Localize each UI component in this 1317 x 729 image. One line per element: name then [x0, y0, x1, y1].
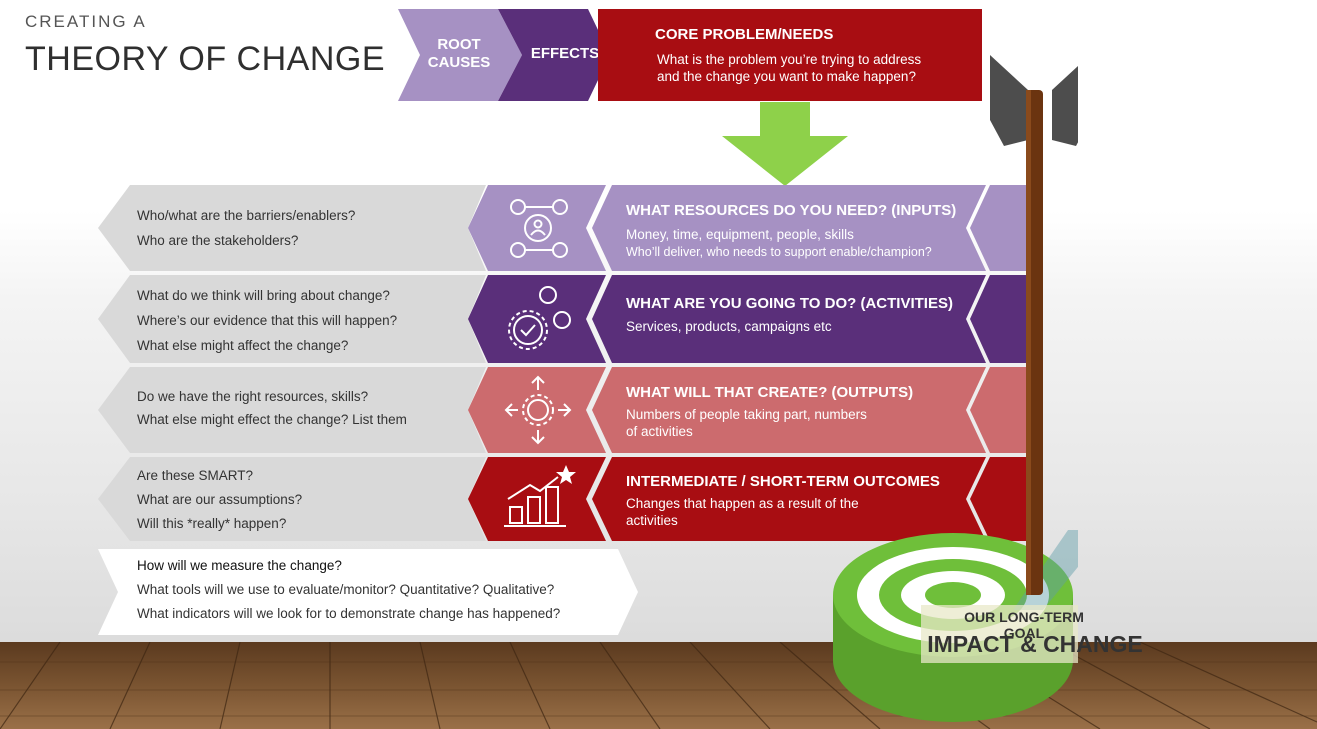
row1-heading: WHAT RESOURCES DO YOU NEED? (INPUTS) — [626, 202, 957, 219]
row2-question-1: What do we think will bring about change… — [137, 288, 390, 303]
goal-kicker: OUR LONG-TERM GOAL — [964, 609, 1084, 641]
edge-chevron-1 — [970, 185, 1026, 271]
question-chevron-2 — [98, 275, 486, 363]
growth-chart-star-icon — [504, 465, 576, 527]
question-chevron-1 — [98, 185, 486, 271]
row4-heading: INTERMEDIATE / SHORT-TERM OUTCOMES — [626, 473, 940, 490]
text-panel-1 — [592, 185, 986, 271]
target-with-arrow — [833, 55, 1078, 722]
gear-arrows-icon — [504, 375, 572, 445]
effects-label: EFFECTS — [530, 45, 600, 62]
row1-question-2: Who are the stakeholders? — [137, 233, 299, 248]
edge-chevron-3 — [970, 367, 1026, 453]
edge-chevron-4 — [970, 457, 1026, 541]
goal-label-bg — [921, 605, 1078, 663]
row4-question-2: What are our assumptions? — [137, 492, 303, 507]
edge-chevron-2 — [970, 275, 1026, 363]
text-panel-4 — [592, 457, 986, 541]
row3-line-1: Numbers of people taking part, numbers — [626, 407, 867, 422]
page-title: THEORY OF CHANGE — [25, 40, 386, 78]
root-causes-label: ROOT CAUSES — [427, 36, 491, 71]
core-heading: CORE PROBLEM/NEEDS — [655, 26, 834, 43]
measure-line-1: What tools will we use to evaluate/monit… — [137, 582, 555, 597]
row2-line-1: Services, products, campaigns etc — [626, 319, 832, 334]
row4-line-2: activities — [626, 513, 678, 528]
colored-rows — [468, 185, 1026, 541]
measure-line-2: What indicators will we look for to demo… — [137, 606, 561, 621]
target-bullseye — [925, 582, 981, 608]
root-causes-chevron — [398, 9, 522, 101]
row3-line-2: of activities — [626, 424, 693, 439]
icon-chevron-3 — [468, 367, 606, 453]
row3-heading: WHAT WILL THAT CREATE? (OUTPUTS) — [626, 384, 914, 401]
question-chevron-4 — [98, 457, 486, 541]
row2-heading: WHAT ARE YOU GOING TO DO? (ACTIVITIES) — [626, 295, 953, 312]
core-problem-box — [598, 9, 982, 101]
icon-chevron-4 — [468, 457, 606, 541]
down-arrow — [722, 102, 848, 186]
row2-question-2: Where’s our evidence that this will happ… — [137, 313, 398, 328]
measure-chevron — [98, 549, 638, 635]
row4-line-1: Changes that happen as a result of the — [626, 496, 859, 511]
text-panel-2 — [592, 275, 986, 363]
row4-question-3: Will this *really* happen? — [137, 516, 287, 531]
measure-heading: How will we measure the change? — [137, 558, 342, 573]
row1-line-2: Who’ll deliver, who needs to support ena… — [626, 245, 932, 259]
question-chevron-3 — [98, 367, 486, 453]
core-line-1: What is the problem you’re trying to add… — [657, 52, 922, 67]
row3-question-1: Do we have the right resources, skills? — [137, 389, 369, 404]
row4-question-1: Are these SMART? — [137, 468, 254, 483]
text-panel-3 — [592, 367, 986, 453]
arrow-fletching-left — [990, 55, 1028, 146]
top-flow-chevrons — [398, 9, 610, 101]
gears-check-icon — [508, 286, 571, 350]
core-line-2: and the change you want to make happen? — [657, 69, 916, 84]
row1-question-1: Who/what are the barriers/enablers? — [137, 208, 356, 223]
goal-main: IMPACT & CHANGE — [927, 631, 1143, 657]
arrow-fletching-right — [1052, 66, 1078, 146]
row1-line-1: Money, time, equipment, people, skills — [626, 227, 854, 242]
question-chevrons — [98, 185, 638, 635]
wooden-floor — [0, 642, 1317, 729]
title-kicker: CREATING A — [25, 12, 147, 31]
row3-question-2: What else might effect the change? List … — [137, 412, 407, 427]
effects-chevron — [498, 9, 610, 101]
row2-question-3: What else might affect the change? — [137, 338, 349, 353]
people-network-icon — [510, 199, 568, 258]
